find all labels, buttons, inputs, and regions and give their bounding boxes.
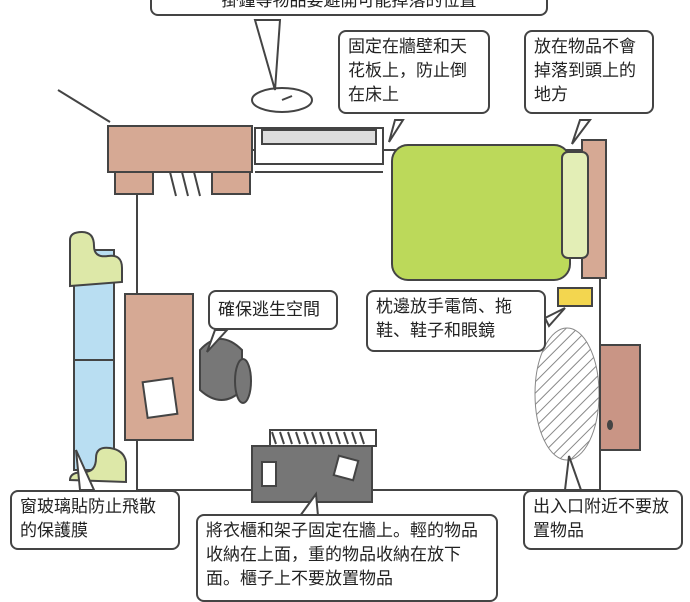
callout-door-clear: 出入口附近不要放置物品 xyxy=(523,490,683,550)
callout-clock-warning: 掛鐘等物品要避開可能掉落的位置 xyxy=(150,0,548,16)
callout-bedhead: 放在物品不會掉落到頭上的地方 xyxy=(524,30,654,114)
pillow xyxy=(561,151,589,259)
door xyxy=(599,344,641,451)
floor-shelf xyxy=(251,429,377,503)
curtain-top xyxy=(69,230,123,288)
wall-cabinet xyxy=(107,125,253,197)
callout-escape-space: 確保逃生空間 xyxy=(208,290,338,330)
callout-window-film: 窗玻璃貼防止飛散的保護膜 xyxy=(10,490,180,550)
window xyxy=(68,230,127,484)
desk xyxy=(124,293,194,441)
flashlight-icon xyxy=(557,287,593,307)
air-conditioner xyxy=(254,127,384,173)
callout-ceiling: 固定在牆壁和天花板上，防止倒在床上 xyxy=(338,30,490,114)
paper-sheet-icon xyxy=(141,376,179,420)
wall-clock-icon xyxy=(251,87,313,113)
callout-pillow-items: 枕邊放手電筒、拖鞋、鞋子和眼鏡 xyxy=(366,290,546,352)
corner-leader-line xyxy=(57,89,111,123)
bed xyxy=(391,139,607,281)
callout-tails xyxy=(75,19,592,517)
callout-shelf-fix: 將衣櫃和架子固定在牆上。輕的物品收納在上面，重的物品收納在放下面。櫃子上不要放置… xyxy=(196,514,498,602)
